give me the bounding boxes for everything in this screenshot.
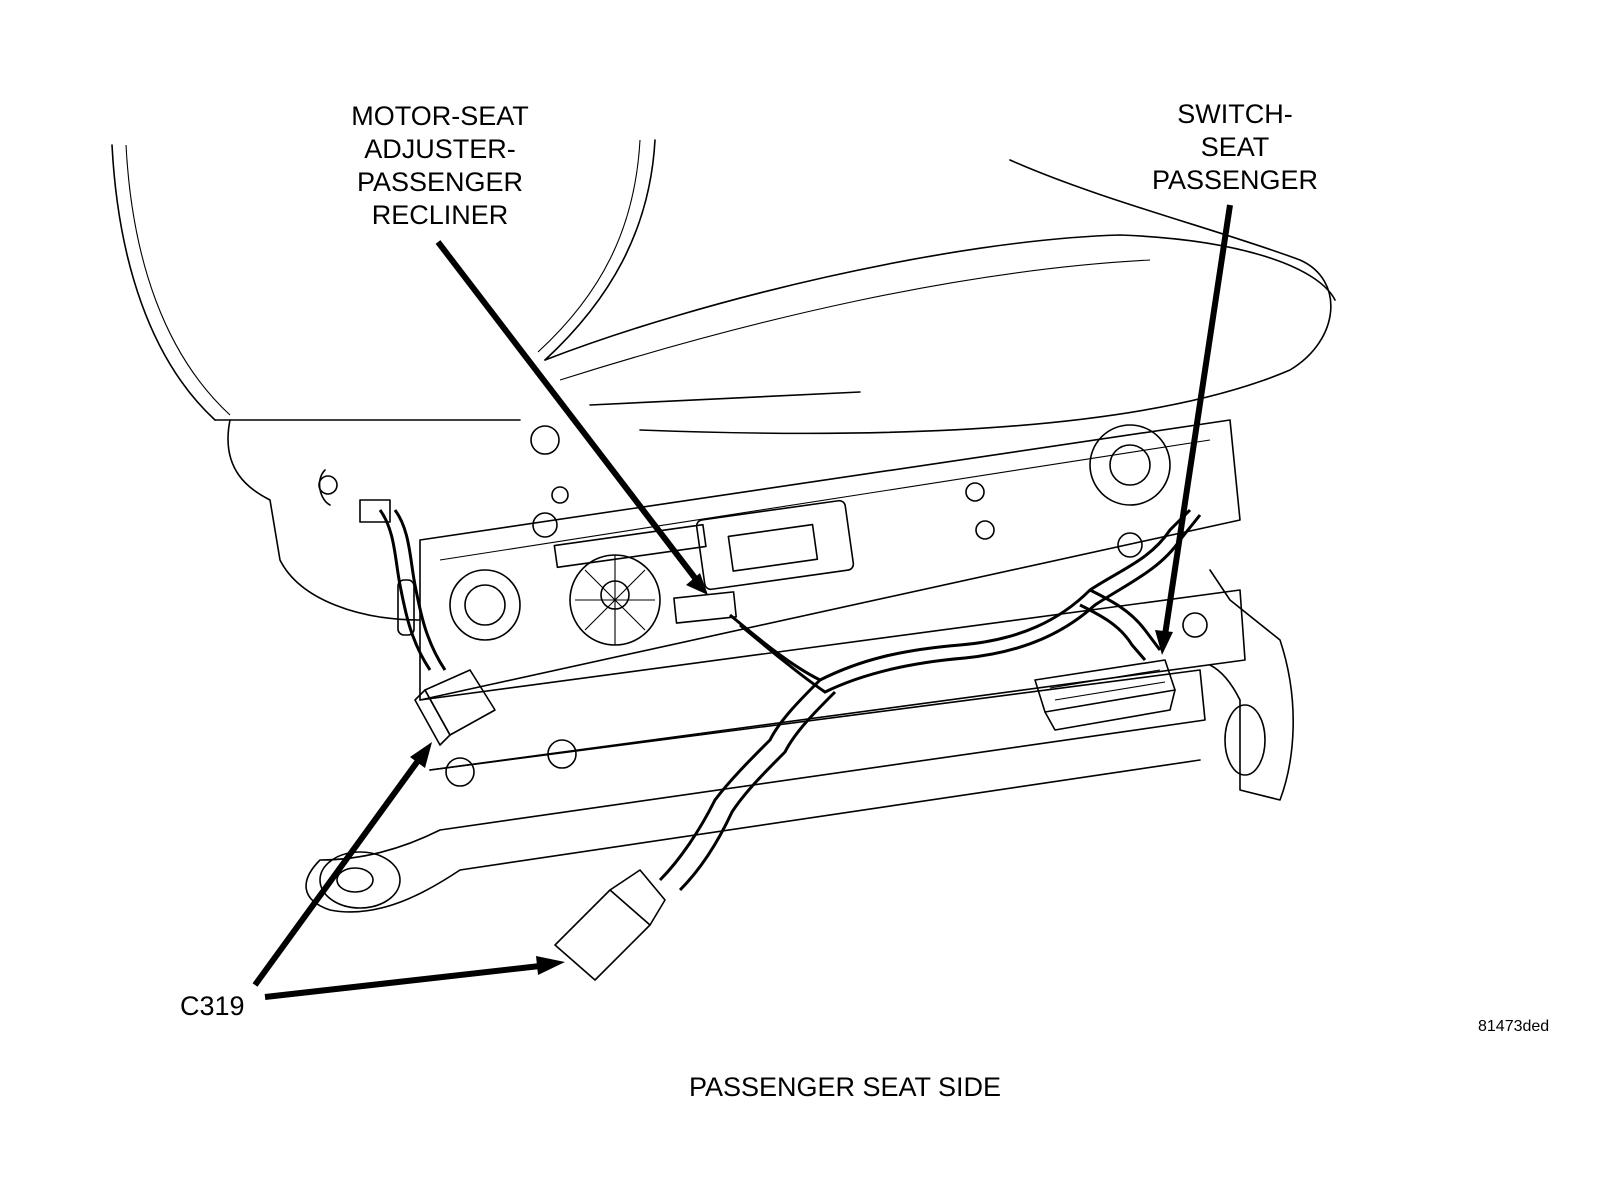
callout-line: PASSENGER (356, 167, 524, 197)
callout-line: RECLINER (371, 200, 509, 230)
leader-arrow-c319-lower (264, 956, 565, 1000)
callout-line: MOTOR-SEAT (351, 101, 529, 131)
figure-caption: PASSENGER SEAT SIDE (688, 1072, 1002, 1102)
c319-connector-upper (414, 669, 496, 746)
callout-c319: C319 (180, 991, 245, 1021)
seat-cushion (544, 159, 1336, 435)
callout-line: SWITCH- (1177, 99, 1293, 129)
recliner-motor (553, 499, 855, 646)
seat-switch-connector (1034, 659, 1176, 731)
callout-switch-seat-passenger: SWITCH- SEAT PASSENGER (1125, 98, 1345, 197)
callout-line: ADJUSTER- (364, 134, 516, 164)
leader-arrow-c319-upper (252, 742, 432, 987)
figure-id: 81473ded (1478, 1018, 1550, 1035)
c319-connector-lower (554, 869, 666, 981)
seat-frame (227, 419, 1294, 913)
leader-arrow-motor (435, 240, 708, 595)
wire-harness (359, 499, 1202, 892)
callout-line: PASSENGER (1151, 165, 1319, 195)
seat-back (111, 139, 656, 421)
leader-arrow-switch (1155, 204, 1233, 655)
callout-motor-seat-adjuster: MOTOR-SEAT ADJUSTER- PASSENGER RECLINER (330, 100, 550, 232)
callout-line: SEAT (1200, 132, 1270, 162)
